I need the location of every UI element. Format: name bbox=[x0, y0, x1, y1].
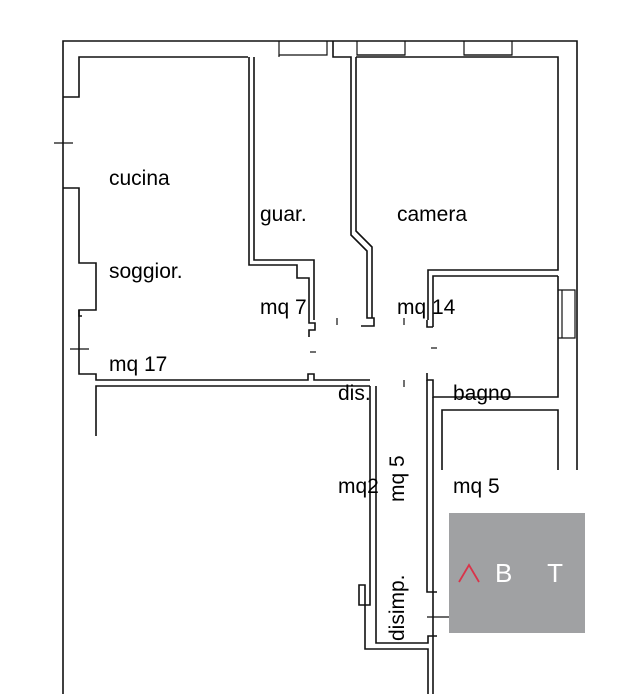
room-name: cucina bbox=[109, 167, 170, 190]
room-disimpegno-walls bbox=[358, 380, 559, 694]
room-name: bagno bbox=[453, 382, 512, 405]
room-guardaroba-walls bbox=[248, 41, 375, 353]
room-label-disimpegno: dis. mq2 bbox=[338, 316, 379, 533]
abt-logo: B T bbox=[449, 513, 585, 633]
room-label-bagno: bagno mq 5 bbox=[453, 316, 511, 533]
room-area: mq 14 bbox=[397, 296, 456, 319]
room-name-2: soggior. bbox=[109, 260, 183, 283]
room-name: guar. bbox=[260, 203, 307, 226]
logo-text: B T bbox=[495, 557, 577, 588]
room-cucina-walls bbox=[63, 187, 370, 436]
room-name-disimpegno-corridor: disimp. bbox=[386, 574, 409, 641]
exterior-walls bbox=[54, 40, 578, 694]
room-area: mq 17 bbox=[109, 353, 168, 376]
room-label-guardaroba: guar. mq 7 bbox=[260, 137, 307, 354]
room-area: mq2 bbox=[338, 475, 379, 498]
room-area: mq 5 bbox=[453, 475, 500, 498]
caret-icon bbox=[458, 563, 480, 583]
room-name: camera bbox=[397, 203, 468, 226]
room-area-disimpegno-corridor: mq 5 bbox=[386, 455, 409, 502]
room-bagno-walls bbox=[336, 276, 576, 398]
room-label-cucina: cucina soggior. mq 17 bbox=[109, 101, 183, 411]
room-camera-walls bbox=[356, 56, 559, 327]
room-area: mq 7 bbox=[260, 296, 307, 319]
room-label-camera: camera mq 14 bbox=[397, 137, 467, 354]
room-name: dis. bbox=[338, 382, 371, 405]
